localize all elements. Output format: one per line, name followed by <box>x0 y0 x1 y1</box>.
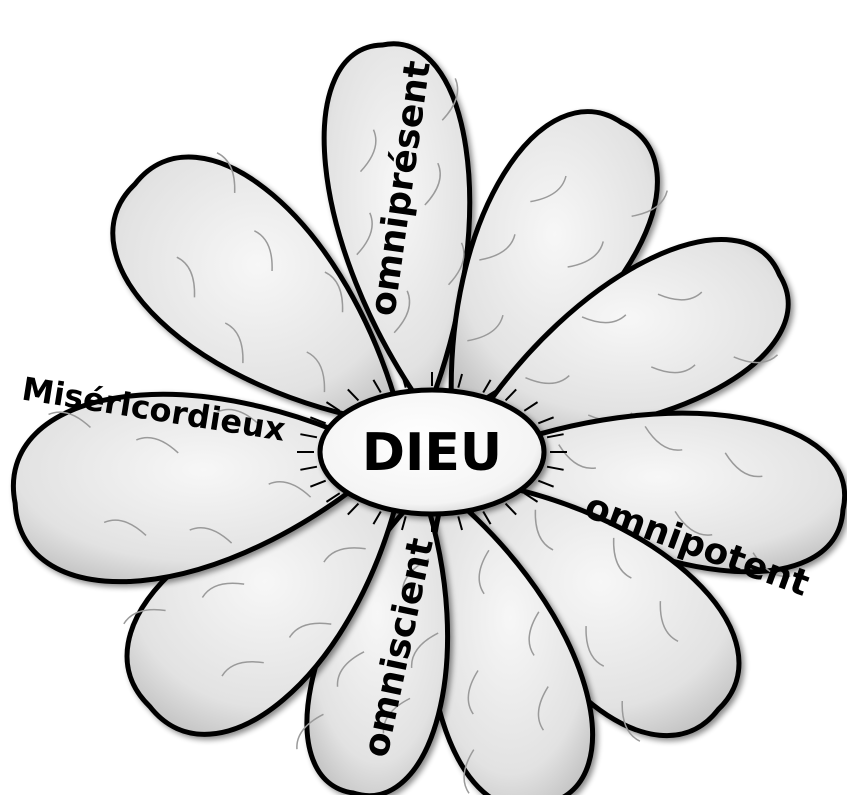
center-label: DIEU <box>362 423 502 483</box>
center-node: DIEU <box>320 390 544 514</box>
